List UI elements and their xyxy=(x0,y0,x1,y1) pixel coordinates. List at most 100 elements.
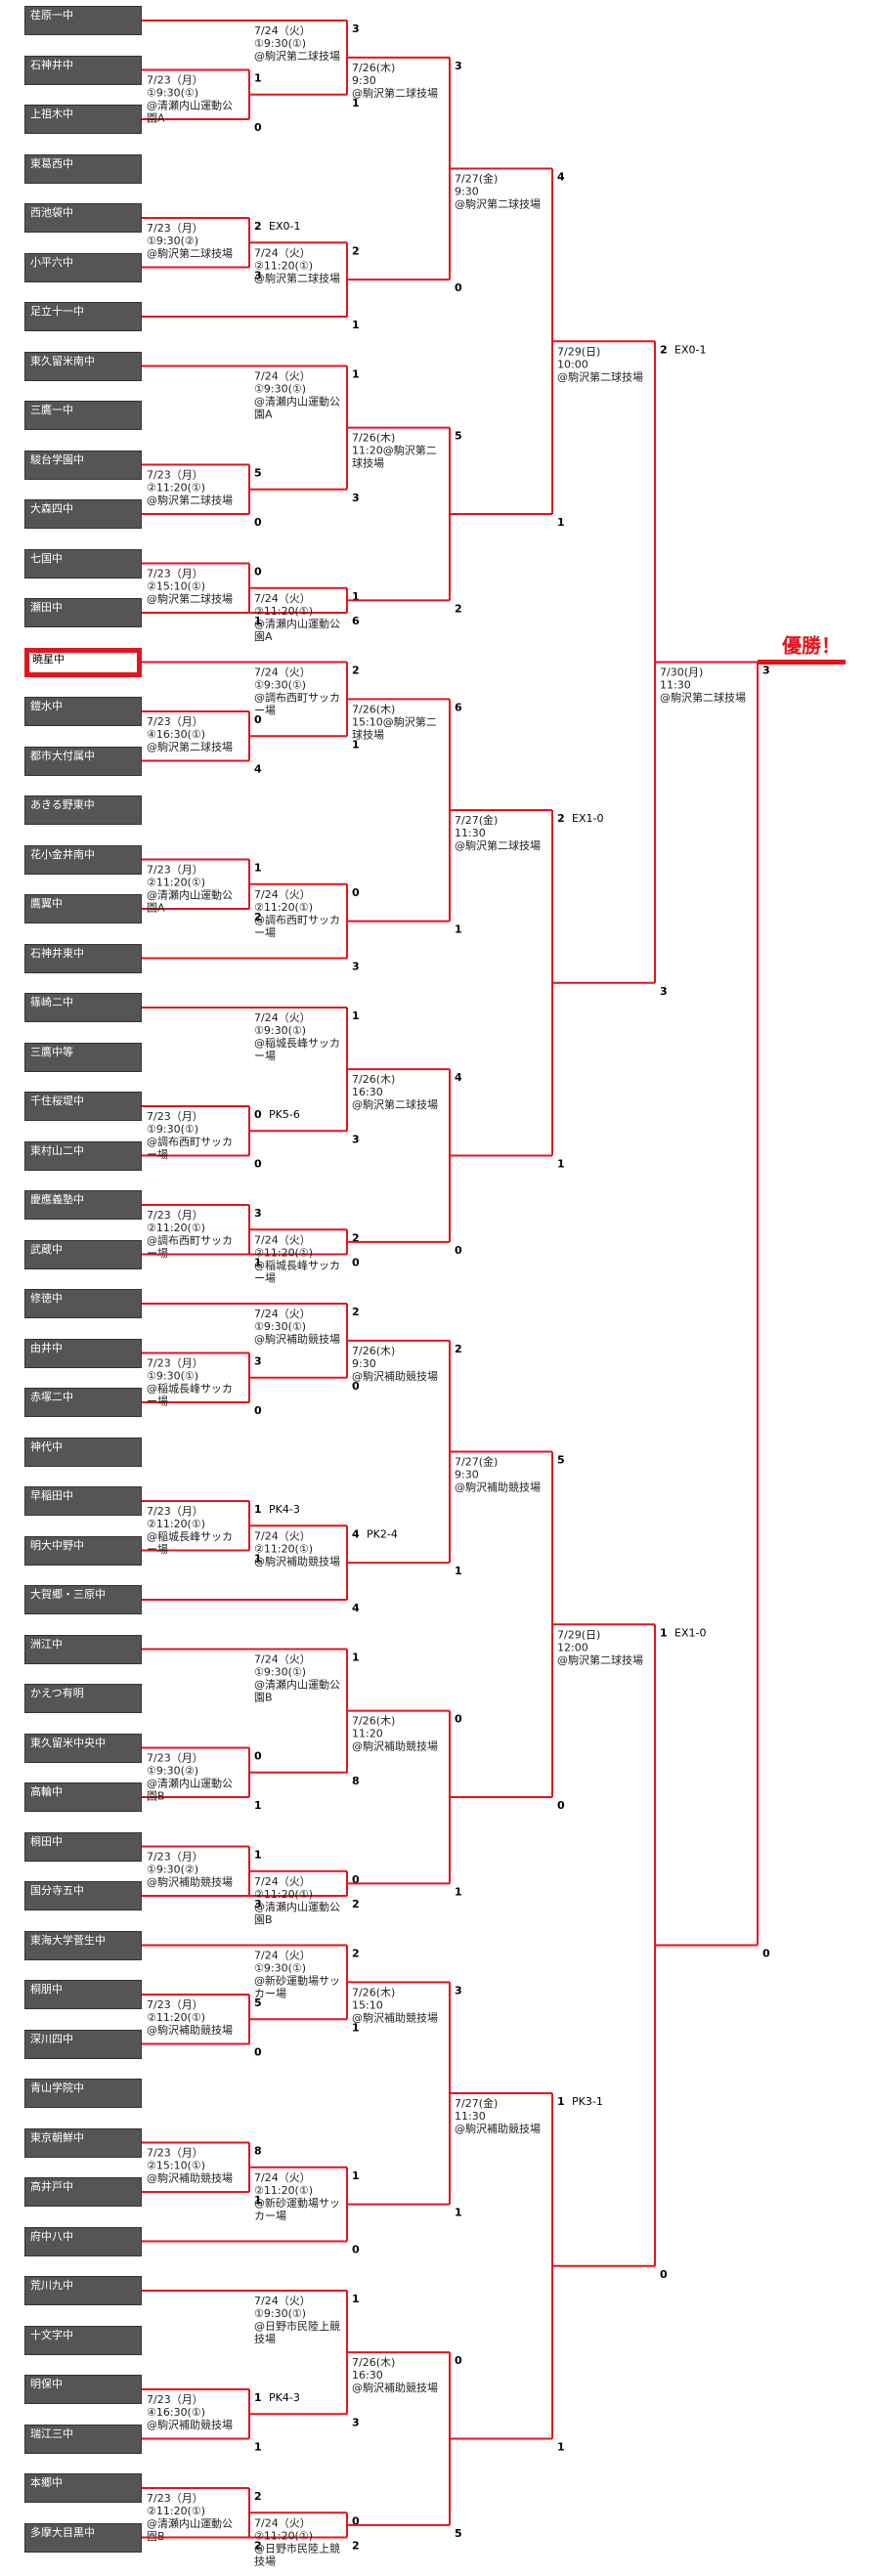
r2-info: 7/24（火） xyxy=(254,1011,311,1024)
r3-score-top: 2 xyxy=(455,1343,462,1355)
r4-info: 9:30 xyxy=(455,186,479,198)
r1-info: 7/23（月） xyxy=(147,1505,203,1518)
team-name: 足立十一中 xyxy=(24,302,142,331)
r4-score-top: 2 xyxy=(557,812,565,825)
r2-info: ②11:20(①) xyxy=(254,1888,313,1901)
r1-info: 7/23（月） xyxy=(147,864,203,877)
r1-score-top: 1 xyxy=(254,862,262,875)
r3-info: @駒沢第二球技場 xyxy=(352,86,438,100)
r3-score-top: 5 xyxy=(455,430,462,443)
final-info: @駒沢第二球技場 xyxy=(660,691,746,705)
r1-info: 7/23（月） xyxy=(147,2147,203,2160)
r3-info: 11:20@駒沢第二 xyxy=(352,444,437,457)
r1-info: @稲城長峰サッカ xyxy=(147,1383,233,1395)
team-name: 早稲田中 xyxy=(24,1486,142,1516)
r2-score-top: 2 xyxy=(352,1306,360,1318)
r3-score-bottom: 1 xyxy=(455,1885,462,1898)
team-name: 東久留米南中 xyxy=(24,351,142,381)
team-name: 西池袋中 xyxy=(24,203,142,233)
r1-info: ①9:30(①) xyxy=(147,87,198,100)
r2-info: 7/24（火） xyxy=(254,888,311,901)
r3-info: 球技場 xyxy=(352,727,384,741)
r3-info: @駒沢補助競技場 xyxy=(352,1369,438,1383)
team-name: 十文字中 xyxy=(24,2325,142,2355)
r4-info: 7/27(金) xyxy=(455,1455,498,1469)
team-name: 桐田中 xyxy=(24,1831,142,1862)
r2-score-top: 1 xyxy=(352,368,360,381)
r3-score-bottom: 1 xyxy=(455,923,462,936)
r1-score-top: 3 xyxy=(254,1207,262,1220)
r5-info: 10:00 xyxy=(557,358,588,370)
r1-info: ②11:20(①) xyxy=(147,2011,205,2024)
r2-info: ー場 xyxy=(254,926,276,939)
r1-score-top: 0 xyxy=(254,713,262,726)
r1-info: 園A xyxy=(147,112,165,125)
team-name: 瑞江三中 xyxy=(24,2424,142,2454)
r2-info: ①9:30(①) xyxy=(254,37,306,50)
r1-note: EX0-1 xyxy=(269,220,300,233)
r2-info: ②11:20(①) xyxy=(254,901,313,914)
team-name: 高輪中 xyxy=(24,1782,142,1812)
team-name: 東久留米中央中 xyxy=(24,1733,142,1763)
r1-info: @清瀬内山運動公 xyxy=(147,2516,233,2530)
r3-score-top: 4 xyxy=(455,1071,462,1084)
r2-info: ①9:30(①) xyxy=(254,1666,306,1679)
r2-info: @駒沢第二球技場 xyxy=(254,49,340,63)
r1-info: 園B xyxy=(147,1790,165,1803)
r1-score-bottom: 1 xyxy=(254,1257,262,1269)
r1-info: 7/23（月） xyxy=(147,1357,203,1370)
r2-info: ②11:20(①) xyxy=(254,259,313,272)
team-name: 深川四中 xyxy=(24,2029,142,2059)
r2-info: @駒沢補助競技場 xyxy=(254,1554,340,1567)
r5-info: 7/29(日) xyxy=(557,1628,600,1641)
r1-score-top: 1 xyxy=(254,1849,262,1862)
r2-info: 7/24（火） xyxy=(254,592,311,605)
r2-info: 園B xyxy=(254,1692,273,1704)
r3-info: @駒沢第二球技場 xyxy=(352,1097,438,1111)
r2-score-top: 1 xyxy=(352,2169,360,2182)
r5-score-top: 2 xyxy=(660,343,668,356)
r1-info: 7/23（月） xyxy=(147,1752,203,1765)
r1-info: ④16:30(①) xyxy=(147,2406,205,2419)
r1-info: ②11:20(①) xyxy=(147,877,205,889)
r2-info: 7/24（火） xyxy=(254,2295,311,2307)
r1-info: ②11:20(①) xyxy=(147,482,205,494)
team-name: 神代中 xyxy=(24,1437,142,1467)
r3-info: 7/26(木) xyxy=(352,1986,395,1998)
r4-score-bottom: 0 xyxy=(557,1799,565,1812)
r1-info: 園A xyxy=(147,902,165,915)
r1-info: ②15:10(①) xyxy=(147,2160,205,2172)
r2-info: 園B xyxy=(254,1913,273,1926)
team-name: 国分寺五中 xyxy=(24,1881,142,1911)
r5-score-top: 1 xyxy=(660,1626,668,1639)
r1-info: ー場 xyxy=(147,1395,168,1408)
team-name: 桐朋中 xyxy=(24,1980,142,2009)
r2-info: 園A xyxy=(254,408,273,421)
r1-info: 7/23（月） xyxy=(147,2393,203,2406)
final-score-bottom: 0 xyxy=(762,1948,770,1960)
r1-info: ④16:30(①) xyxy=(147,728,205,741)
r2-score-bottom: 2 xyxy=(352,2540,360,2553)
r1-info: 7/23（月） xyxy=(147,1851,203,1864)
r1-info: @清瀬内山運動公 xyxy=(147,888,233,902)
r3-score-top: 3 xyxy=(455,1984,462,1996)
r2-score-top: 1 xyxy=(352,590,360,603)
r3-info: 15:10@駒沢第二 xyxy=(352,714,437,728)
r2-score-bottom: 1 xyxy=(352,319,360,331)
r2-info: ②11:20(①) xyxy=(254,2529,313,2542)
r2-score-top: 4 xyxy=(352,1527,360,1540)
r1-info: 7/23（月） xyxy=(147,469,203,482)
r1-info: ②11:20(①) xyxy=(147,2505,205,2517)
r2-info: 7/24（火） xyxy=(254,1653,311,1666)
r5-note: EX0-1 xyxy=(674,343,706,356)
r2-info: 7/24（火） xyxy=(254,24,311,37)
r3-score-bottom: 5 xyxy=(455,2527,462,2540)
r2-info: @日野市民陸上競 xyxy=(254,2319,340,2333)
r2-score-bottom: 2 xyxy=(352,1898,360,1911)
r2-info: @駒沢補助競技場 xyxy=(254,1332,340,1346)
r2-score-bottom: 4 xyxy=(352,1602,360,1614)
team-name: 修徳中 xyxy=(24,1289,142,1318)
team-name: 東海大学菅生中 xyxy=(24,1930,142,1960)
r2-info: 7/24（火） xyxy=(254,1529,311,1542)
r2-info: 7/24（火） xyxy=(254,666,311,679)
